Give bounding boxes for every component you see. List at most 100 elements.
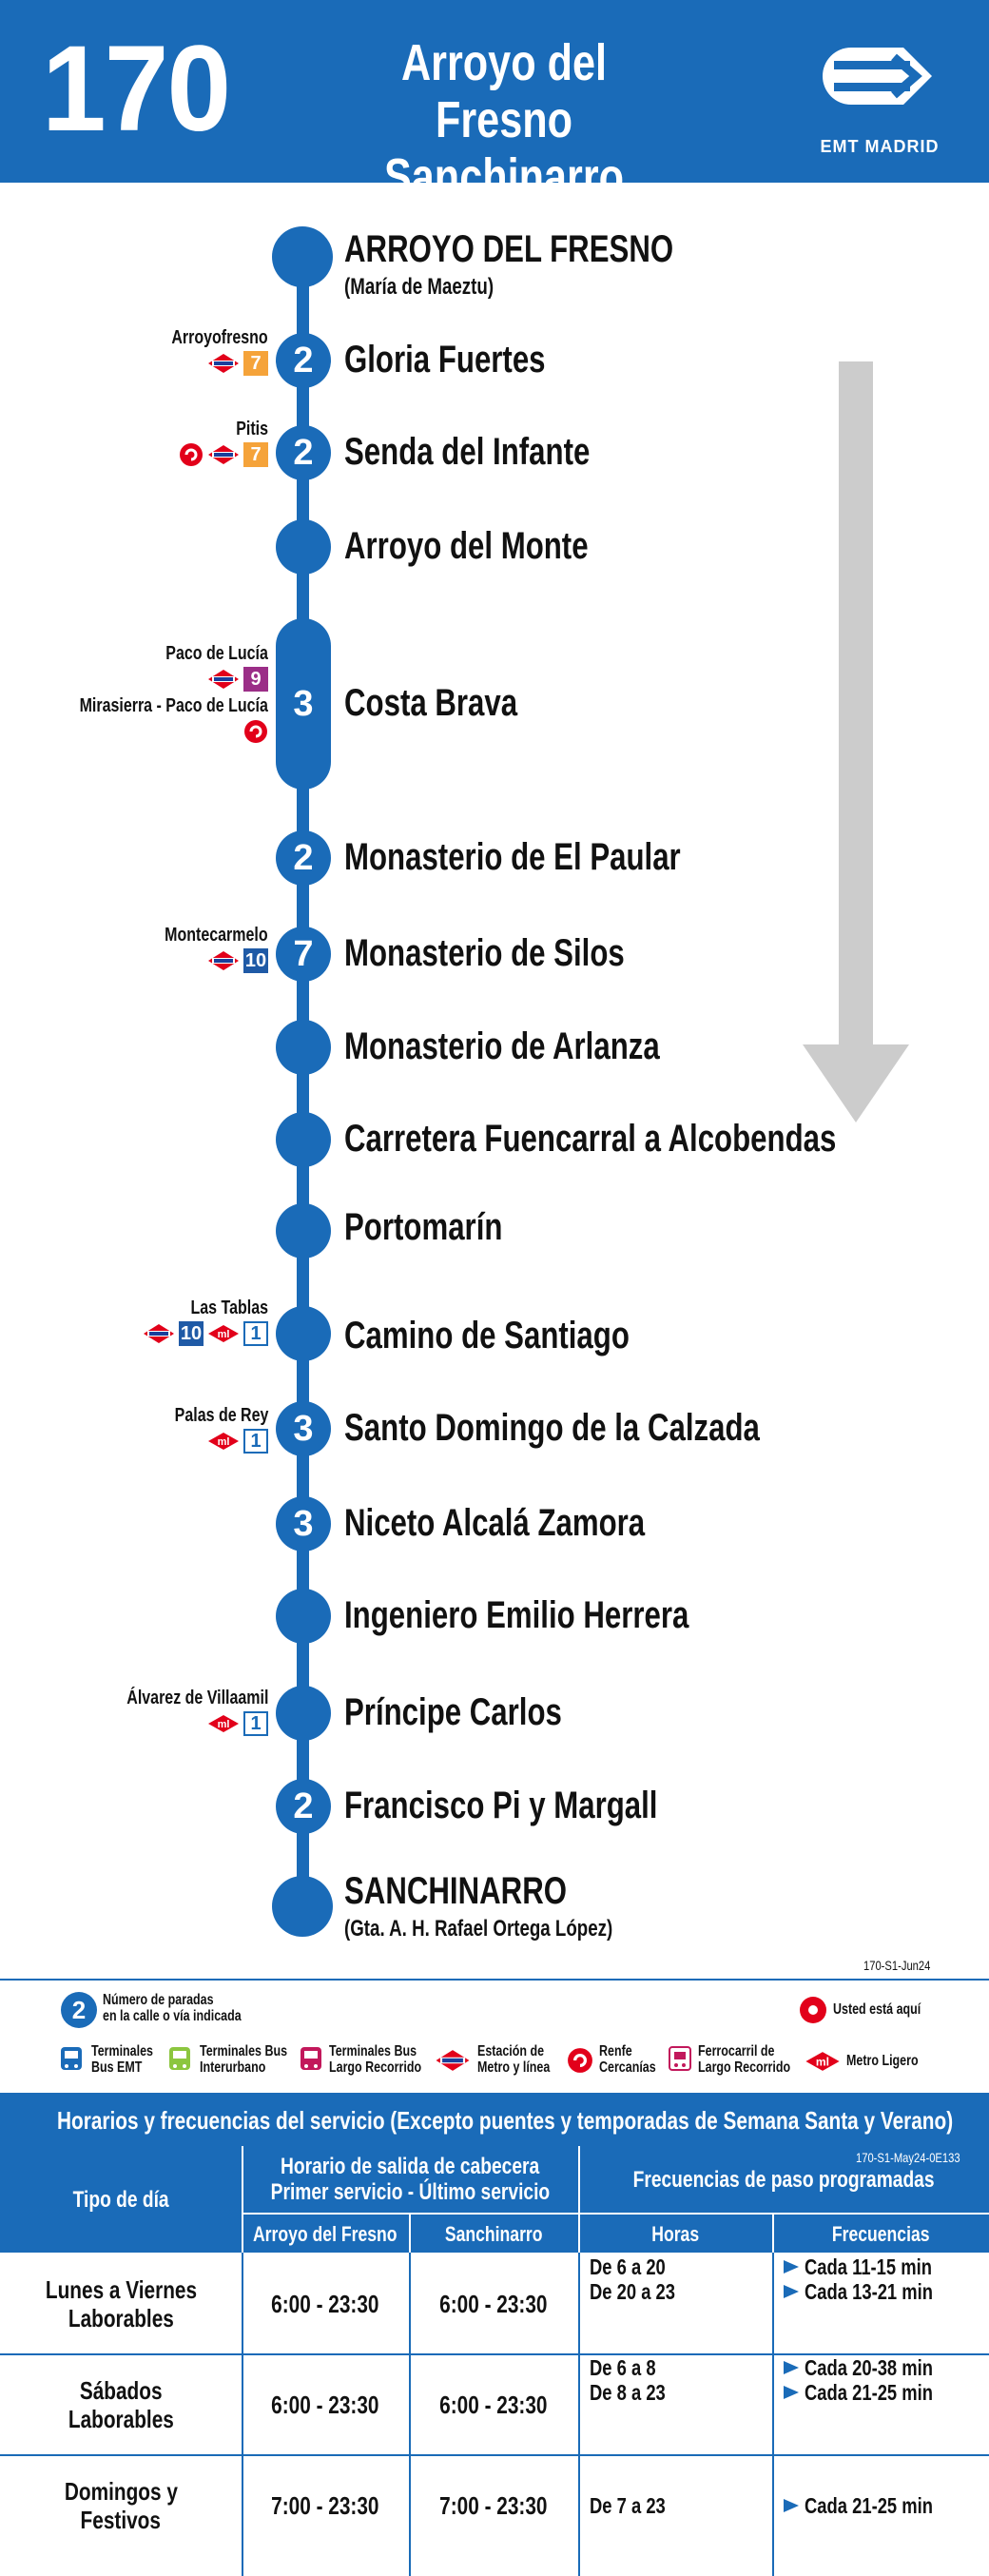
stop-subtitle: (María de Maeztu) [344, 274, 494, 300]
legend-text: Terminales Bus [329, 2043, 417, 2059]
divider [578, 2146, 580, 2253]
stop-name[interactable]: Niceto Alcalá Zamora [344, 1502, 646, 1544]
terminal-stop-dot[interactable] [272, 1876, 333, 1937]
header-text: Primer servicio - Último servicio [270, 2179, 550, 2205]
connection-group: Montecarmelo 10 [139, 925, 268, 973]
arrow-icon [784, 2361, 799, 2374]
metro-line-badge: 9 [243, 667, 268, 692]
cell-text: 6:00 - 23:30 [439, 2390, 548, 2419]
cell-text: Cada 11-15 min [805, 2254, 932, 2279]
stop-name[interactable]: Camino de Santiago [344, 1315, 630, 1356]
legend-text: en la calle o vía indicada [103, 2008, 242, 2024]
row-dest-times: 6:00 - 23:30 [409, 2254, 578, 2353]
divider [409, 2213, 411, 2253]
bus-interurban-icon [169, 2047, 190, 2070]
connection-group: Arroyofresno 7 [147, 327, 268, 376]
divider [242, 2146, 243, 2253]
stop-name[interactable]: Costa Brava [344, 682, 518, 724]
row-frequencies: Cada 21-25 min [772, 2456, 989, 2555]
route-line [297, 247, 309, 1912]
stop-name[interactable]: Monasterio de El Paular [344, 836, 681, 878]
row-dest-times: 6:00 - 23:30 [409, 2355, 578, 2454]
stop-name[interactable]: Monasterio de Silos [344, 932, 625, 974]
stop-name[interactable]: ARROYO DEL FRESNO [344, 228, 674, 270]
divider [578, 2253, 580, 2576]
bus-long-distance-icon [301, 2047, 321, 2070]
stop-dot [276, 1686, 331, 1741]
cell-text: De 6 a 8 [590, 2355, 656, 2380]
header-text: Frecuencias [831, 2221, 930, 2246]
metro-ligero-line-badge: 1 [243, 1321, 268, 1346]
svg-text:ml: ml [218, 1329, 230, 1340]
stop-count-badge: 2 [276, 830, 331, 886]
legend-text: Terminales [91, 2043, 153, 2059]
cell-text: De 20 a 23 [590, 2279, 676, 2304]
stop-name[interactable]: Santo Domingo de la Calzada [344, 1407, 760, 1449]
arrow-icon [784, 2260, 799, 2274]
stop-dot [276, 519, 331, 575]
route-destination: Sanchinarro [383, 148, 625, 205]
cell-text: 6:00 - 23:30 [271, 2390, 379, 2419]
connection-name: Mirasierra - Paco de Lucía [79, 695, 268, 716]
row-origin-times: 7:00 - 23:30 [242, 2456, 409, 2555]
cell-text: De 6 a 20 [590, 2254, 666, 2279]
stop-name[interactable]: Gloria Fuertes [344, 339, 546, 381]
connection-name: Pitis [236, 419, 268, 439]
schedule-title-text: Horarios y frecuencias del servicio (Exc… [57, 2106, 954, 2135]
connection-name: Arroyofresno [171, 327, 268, 348]
metro-ligero-line-badge: 1 [243, 1429, 268, 1454]
terminal-stop-dot[interactable] [272, 226, 333, 287]
connection-name: Palas de Rey [174, 1405, 268, 1426]
stop-name[interactable]: Francisco Pi y Margall [344, 1785, 658, 1826]
stop-name[interactable]: SANCHINARRO [344, 1870, 567, 1912]
metro-icon [207, 950, 240, 971]
cell-text: De 8 a 23 [590, 2380, 666, 2405]
cell-text: 6:00 - 23:30 [271, 2289, 379, 2318]
stop-dot [276, 1112, 331, 1167]
legend-text: Número de paradas [103, 1992, 214, 2008]
stop-name[interactable]: Arroyo del Monte [344, 525, 589, 567]
connection-name: Montecarmelo [165, 925, 268, 946]
row-frequencies: Cada 20-38 min Cada 21-25 min [772, 2355, 989, 2454]
metro-icon [207, 353, 240, 374]
metro-line-badge: 10 [243, 948, 268, 973]
cell-text: Cada 13-21 min [805, 2279, 933, 2304]
header-text: Horario de salida de cabecera [280, 2154, 540, 2179]
cell-text: Laborables [68, 2304, 174, 2332]
divider [242, 2213, 989, 2215]
row-hours: De 7 a 23 [578, 2456, 772, 2555]
stop-name[interactable]: Monasterio de Arlanza [344, 1025, 660, 1067]
connection-name: Las Tablas [190, 1298, 268, 1318]
renfe-icon [568, 2048, 592, 2073]
renfe-icon [180, 443, 203, 466]
header-frequencies: Frecuencias de paso programadas [578, 2146, 989, 2213]
connection-name: Álvarez de Villaamil [126, 1688, 268, 1708]
arrow-icon [784, 2499, 799, 2512]
divider [772, 2253, 774, 2576]
stop-name[interactable]: Ingeniero Emilio Herrera [344, 1594, 689, 1636]
metro-line-badge: 7 [243, 442, 268, 467]
connection-group: Palas de Rey ml 1 [151, 1405, 268, 1454]
subheader-destination: Sanchinarro [409, 2215, 578, 2253]
stop-count-badge: 2 [276, 333, 331, 388]
svg-text:ml: ml [816, 2055, 829, 2068]
connection-name: Paco de Lucía [165, 643, 268, 664]
stop-name[interactable]: Príncipe Carlos [344, 1691, 562, 1733]
stop-name[interactable]: Senda del Infante [344, 431, 591, 473]
stop-name[interactable]: Carretera Fuencarral a Alcobendas [344, 1118, 837, 1160]
divider [772, 2213, 774, 2253]
row-origin-times: 6:00 - 23:30 [242, 2355, 409, 2454]
brand-text: EMT MADRID [820, 137, 940, 156]
divider [0, 1979, 989, 1981]
you-are-here-icon [800, 1997, 826, 2023]
direction-arrow-icon [803, 361, 909, 1122]
cell-text: Cada 21-25 min [805, 2380, 933, 2405]
cell-text: Cada 20-38 min [805, 2355, 933, 2380]
connection-group: Álvarez de Villaamil ml 1 [91, 1688, 268, 1736]
stop-name[interactable]: Portomarín [344, 1206, 503, 1248]
legend-text: Metro y línea [477, 2059, 551, 2076]
